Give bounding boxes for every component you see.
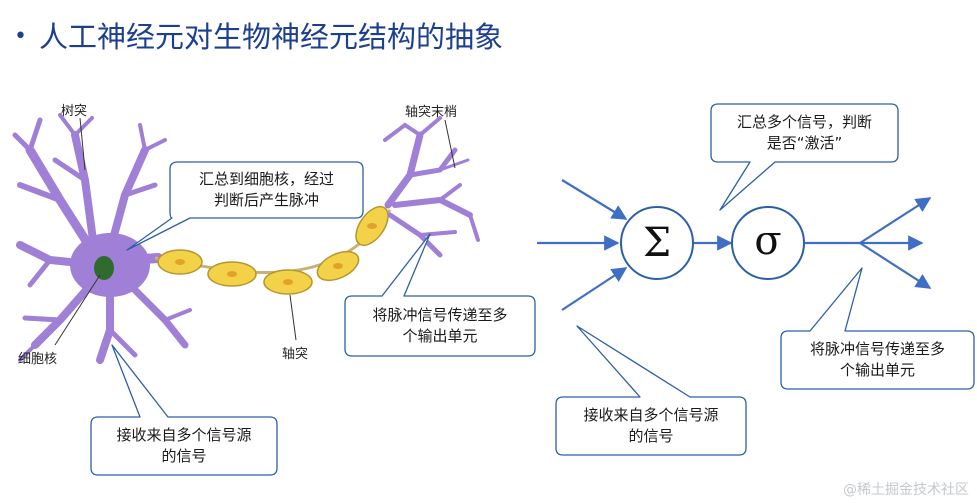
callout-bio-input-text: 接收来自多个信号源 的信号 [116,426,252,465]
callout-art-output [780,267,975,390]
watermark: @稀土掘金技术社区 [843,482,969,498]
callout-bio-soma [126,161,364,251]
nucleus-label: 细胞核 [18,352,58,367]
callout-art-input [555,325,747,456]
slide-title: •人工神经元对生物神经元结构的抽象 [14,20,503,54]
nucleus-leader [54,274,101,346]
axon-label: 轴突 [282,347,309,362]
terminal-leader [444,119,456,169]
neuron-nucleus [94,256,114,280]
output-arrows [859,197,932,289]
callout-bio-soma-text: 汇总到细胞核，经过 判断后产生脉冲 [198,170,334,209]
neuron-dendrites [12,113,192,364]
callout-art-output-text: 将脉冲信号传递至多 个输出单元 [809,340,945,379]
axon-terminal-label: 轴突末梢 [405,105,458,120]
activation-node [731,206,805,280]
callout-bio-output-text: 将脉冲信号传递至多 个输出单元 [372,306,508,345]
neuron-axon [154,205,392,295]
input-arrows [537,179,628,311]
slide-title-text: 人工神经元对生物神经元结构的抽象 [38,20,503,54]
activation-symbol: σ [754,218,782,264]
dendrite-label: 树突 [61,104,88,119]
dendrite-leader [79,117,86,171]
callout-bio-input [90,344,278,476]
sum-symbol: Σ [642,220,672,266]
axon-leader [289,294,297,341]
sum-node [620,206,694,280]
neuron-axon-terminals [383,116,480,258]
callout-bio-output [344,233,536,357]
callout-art-activate [710,103,899,211]
callout-art-input-text: 接收来自多个信号源 的信号 [583,406,719,445]
callout-art-activate-text: 汇总多个信号，判断 是否“激活” [736,113,872,152]
